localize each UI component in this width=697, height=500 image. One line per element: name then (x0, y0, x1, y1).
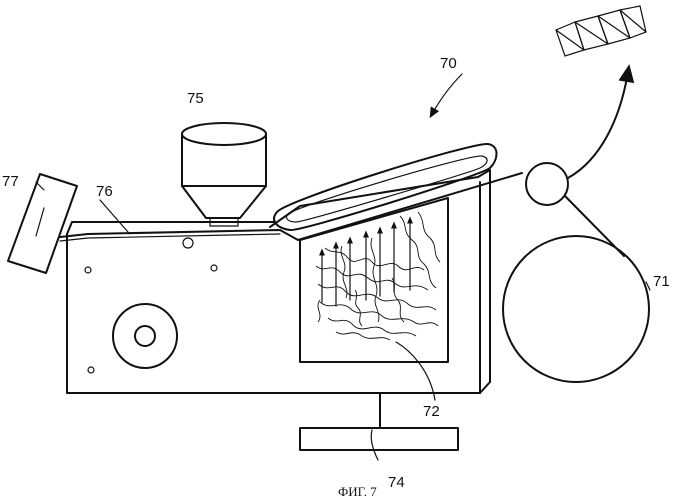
label-76: 76 (96, 183, 113, 200)
drive-wheel (113, 304, 177, 368)
figure-caption: ФИГ. 7 (338, 484, 377, 499)
label-74: 74 (388, 474, 405, 491)
reel-assembly (503, 72, 649, 382)
label-71: 71 (653, 273, 670, 290)
label-70: 70 (440, 55, 457, 72)
leader-lines (36, 74, 650, 460)
label-77: 77 (2, 173, 19, 190)
stand (300, 393, 458, 450)
label-75: 75 (187, 90, 204, 107)
fiber-product (556, 6, 646, 56)
label-72: 72 (423, 403, 440, 420)
hopper (182, 123, 266, 226)
tray (274, 144, 496, 230)
